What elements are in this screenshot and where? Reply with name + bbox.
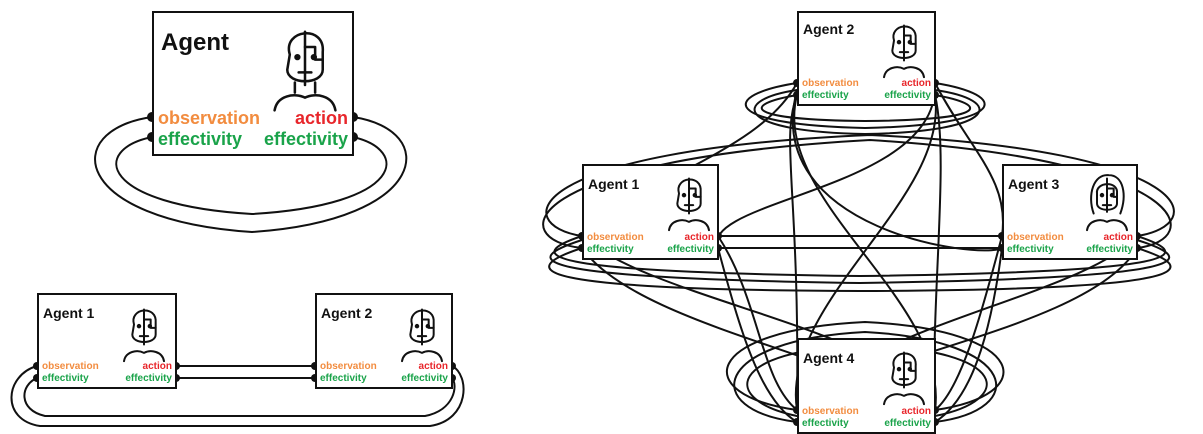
half-robot-avatar-icon xyxy=(397,301,447,363)
agent-box-pair-1: Agent 1 observation effectivity action e… xyxy=(37,293,177,389)
agent-title: Agent 4 xyxy=(803,350,855,366)
action-port: action xyxy=(418,361,448,372)
observation-port: observation xyxy=(1007,232,1064,243)
effectivity-in-port: effectivity xyxy=(1007,244,1054,255)
effectivity-in-port: effectivity xyxy=(42,373,89,384)
effectivity-out-port: effectivity xyxy=(884,418,931,429)
half-robot-avatar-icon xyxy=(879,17,929,79)
single-loop-inner xyxy=(115,136,388,216)
agent-box-pair-2: Agent 2 observation effectivity action e… xyxy=(315,293,453,389)
agent-title: Agent 2 xyxy=(321,305,373,321)
action-port: action xyxy=(901,78,931,89)
effectivity-out-port: effectivity xyxy=(125,373,172,384)
half-robot-avatar-icon xyxy=(119,301,169,363)
half-robot-avatar-icon xyxy=(879,344,929,406)
pair-loop-inner xyxy=(23,377,456,417)
observation-port: observation xyxy=(320,361,377,372)
observation-port: observation xyxy=(587,232,644,243)
half-robot-avatar-icon xyxy=(267,19,343,113)
agent-box-network-3: Agent 3 observation effectivity action e… xyxy=(1002,164,1138,260)
pair-loop-outer xyxy=(10,365,465,427)
effectivity-out-port: effectivity xyxy=(884,90,931,101)
effectivity-in-port: effectivity xyxy=(587,244,634,255)
agent-box-network-4: Agent 4 observation effectivity action e… xyxy=(797,338,936,434)
effectivity-out-port: effectivity xyxy=(263,129,348,149)
half-robot-avatar-icon xyxy=(664,170,714,232)
action-port: action xyxy=(901,406,931,417)
agent-box-single: Agent observation effectivity action eff… xyxy=(152,11,354,156)
half-robot-avatar-female-icon xyxy=(1082,170,1132,232)
agent-title: Agent 1 xyxy=(588,176,640,192)
effectivity-in-port: effectivity xyxy=(158,129,243,149)
effectivity-out-port: effectivity xyxy=(667,244,714,255)
agent-title: Agent 2 xyxy=(803,21,855,37)
action-port: action xyxy=(684,232,714,243)
agent-title: Agent 1 xyxy=(43,305,95,321)
effectivity-in-port: effectivity xyxy=(802,418,849,429)
single-loop-outer xyxy=(94,116,408,234)
action-port: action xyxy=(294,108,348,128)
observation-port: observation xyxy=(802,78,859,89)
agent-title: Agent 3 xyxy=(1008,176,1060,192)
agent-box-network-2: Agent 2 observation effectivity action e… xyxy=(797,11,936,106)
effectivity-out-port: effectivity xyxy=(1086,244,1133,255)
observation-port: observation xyxy=(802,406,859,417)
effectivity-in-port: effectivity xyxy=(320,373,367,384)
observation-port: observation xyxy=(158,108,261,128)
agent-box-network-1: Agent 1 observation effectivity action e… xyxy=(582,164,719,260)
agent-title: Agent xyxy=(161,29,229,56)
observation-port: observation xyxy=(42,361,99,372)
action-port: action xyxy=(1103,232,1133,243)
effectivity-out-port: effectivity xyxy=(401,373,448,384)
effectivity-in-port: effectivity xyxy=(802,90,849,101)
action-port: action xyxy=(142,361,172,372)
